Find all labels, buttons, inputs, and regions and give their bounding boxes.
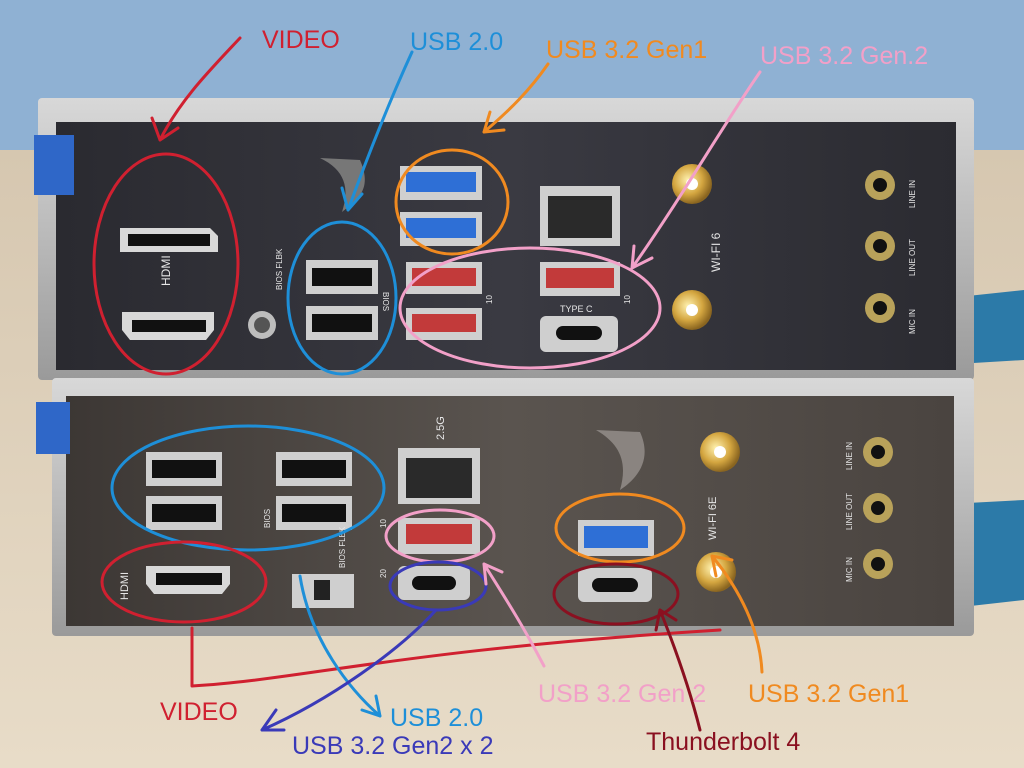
bottom-ss10-label: 10 [379,519,388,528]
arrow-bottom-usb32gen2 [482,562,546,668]
top-ss10-left-label: 10 [485,295,494,304]
audio-jacks-top [865,170,895,323]
audio-jacks-bottom [863,437,893,579]
top-hdmi-label: HDMI [159,255,173,286]
arrow-bottom-usb32gen1 [710,554,764,674]
hdmi-port-bottom [146,566,230,594]
circle-top-usb32gen1 [394,148,510,256]
bottom-bios-flbk-label: BIOS FLBK [338,526,347,568]
displayport-port [120,228,218,252]
bottom-ss20-label: 20 [379,569,388,578]
top-mic-in-label: MIC IN [908,309,917,334]
bottom-wifi-label: WI-FI 6E [707,497,719,540]
bottom-2-5g-label: 2.5G [435,416,447,440]
top-type-c-label: TYPE C [560,304,593,314]
hdmi-port-top [122,312,214,340]
line-bottom-video [190,626,722,688]
circle-top-usb20 [286,220,398,376]
label-bottom-usb32gen2: USB 3.2 Gen 2 [538,680,707,708]
label-top-usb20: USB 2.0 [410,28,504,56]
label-bottom-video: VIDEO [160,698,238,726]
ethernet-port-top [540,186,620,246]
circle-top-video [92,152,240,376]
bottom-line-in-label: LINE IN [845,442,854,470]
circle-top-usb32gen2 [398,246,662,370]
bottom-hdmi-label: HDMI [119,572,131,600]
label-bottom-usb32gen2x2: USB 3.2 Gen2 x 2 [292,732,494,760]
arrow-top-usb32gen2 [630,70,762,270]
top-bios-label: BIOS [381,292,390,311]
rog-logo-bottom [596,430,645,490]
circle-bottom-usb32gen2x2 [388,560,488,612]
blue-tape [34,135,74,195]
bottom-mic-in-label: MIC IN [845,557,854,582]
label-top-usb32gen2: USB 3.2 Gen.2 [760,42,929,70]
label-top-usb32gen1: USB 3.2 Gen1 [546,36,708,64]
bottom-bios-label: BIOS [263,509,272,528]
circle-bottom-video [100,540,268,624]
bottom-line-out-label: LINE OUT [845,493,854,530]
usb20-ports-top [306,260,378,340]
top-line-in-label: LINE IN [908,180,917,208]
label-top-video: VIDEO [262,26,340,54]
top-line-out-label: LINE OUT [908,239,917,276]
label-bottom-usb32gen1: USB 3.2 Gen1 [748,680,910,708]
label-bottom-thunderbolt: Thunderbolt 4 [646,728,801,756]
bottom-io-shield: HDMI BIOS BIOS FLBK 2.5G WI-FI 6E [36,378,974,636]
arrow-top-video [150,36,242,142]
circle-bottom-usb32gen1 [554,492,686,564]
top-io-shield: HDMI TYPE C [34,98,974,380]
blue-tape-bottom [36,402,70,454]
circle-bottom-usb20 [110,424,386,552]
top-bios-flbk-label: BIOS FLBK [275,248,284,290]
circle-bottom-thunderbolt [552,562,680,626]
ethernet-port-bottom [398,448,480,504]
usb32gen1-ports-top [400,166,482,246]
top-ss10-right-label: 10 [623,295,632,304]
arrow-bottom-usb20 [298,574,382,718]
top-wifi-label: WI-FI 6 [709,232,723,272]
usb20-ports-bottom [146,452,352,530]
arrow-bottom-usb32gen2x2 [260,608,438,732]
label-bottom-usb20: USB 2.0 [390,704,484,732]
arrow-bottom-thunderbolt [654,608,702,732]
usb32gen2-ports-top [406,262,482,340]
arrow-top-usb32gen1 [482,62,550,134]
arrow-top-usb20 [340,50,414,212]
